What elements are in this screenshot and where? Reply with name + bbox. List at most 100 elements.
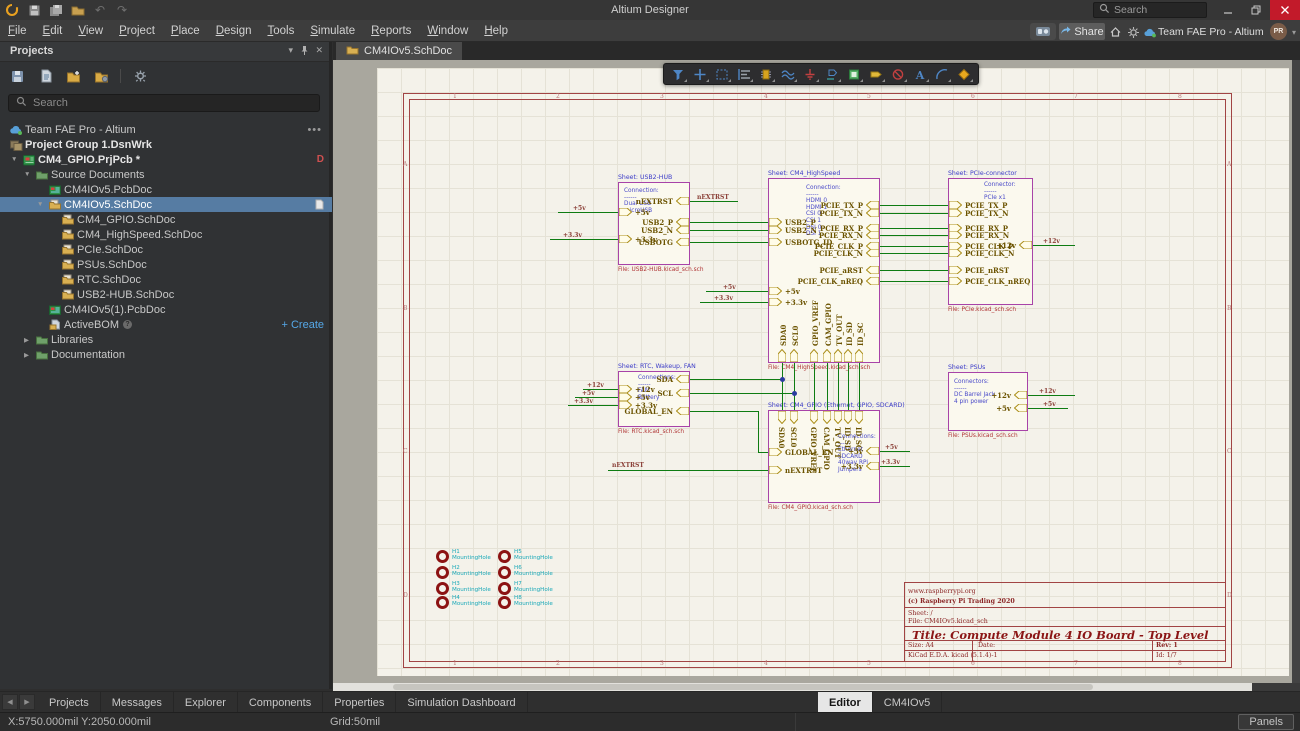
sheet-pin-USB2_N[interactable] [768,225,783,235]
sheet-filename[interactable]: File: CM4_GPIO.kicad_sch.sch [768,505,853,511]
sheet-pin-PCIE_TX_P[interactable] [948,200,963,210]
projects-search-input[interactable]: Search [8,94,320,112]
workspace-account-label[interactable]: Team FAE Pro - Altium [1158,26,1264,38]
tree-item[interactable]: Project Group 1.DsnWrk [0,137,332,152]
tree-item[interactable]: ▶Documentation [0,347,332,362]
sheet-pin-USBOTG_ID[interactable] [768,237,783,247]
sheet-name[interactable]: Sheet: PSUs [948,364,986,371]
net-label[interactable]: nEXTRST [697,194,729,201]
place-part-tool[interactable] [756,65,776,83]
sheet-pin-+12v[interactable] [1018,240,1033,250]
sheet-filename[interactable]: File: PCIe.kicad_sch.sch [948,307,1017,313]
panel-tab-projects[interactable]: Projects [38,692,101,713]
sheet-pin-+3.3v[interactable] [865,461,880,471]
wire[interactable] [880,253,948,255]
tree-item[interactable]: USB2-HUB.SchDoc [0,287,332,302]
editor-tab-cm4iov5[interactable]: CM4IOv5 [873,692,943,713]
net-label[interactable]: +12v [1039,388,1056,395]
junction-dot[interactable] [779,376,785,382]
net-label[interactable]: +3.3v [563,232,582,239]
sheet-pin-+12v[interactable] [618,384,633,394]
menu-reports[interactable]: Reports [371,24,412,37]
sheet-pin-+5v[interactable] [618,392,633,402]
panel-tab-messages[interactable]: Messages [101,692,174,713]
menu-project[interactable]: Project [119,24,155,37]
menu-edit[interactable]: Edit [42,24,63,37]
sheet-pin-+3.3v[interactable] [768,297,783,307]
mounting-hole-H3[interactable] [435,581,449,595]
sheet-pin-ID_SD[interactable] [843,410,853,425]
place-no-erc-tool[interactable] [888,65,908,83]
sheet-pin-SDA0[interactable] [777,410,787,425]
wire[interactable] [782,363,784,410]
close-icon[interactable]: ✕ [315,45,323,55]
panel-tab-simulation[interactable]: Simulation Dashboard [396,692,528,713]
wire[interactable] [1033,245,1075,247]
sheet-pin-nEXTRST[interactable] [768,465,783,475]
mounting-hole-H7[interactable] [497,581,511,595]
sheet-name[interactable]: Sheet: RTC, Wakeup, FAN [618,363,696,370]
menu-view[interactable]: View [78,24,104,37]
sheet-pin-SDA0[interactable] [777,348,787,363]
wire[interactable] [1028,395,1075,397]
sheet-pin-TV_OUT[interactable] [833,348,843,363]
wire[interactable] [690,201,738,203]
sheet-pin-+3.3v[interactable] [618,234,633,244]
sheet-name[interactable]: Sheet: USB2-HUB [618,174,673,181]
select-rect-tool[interactable] [712,65,732,83]
sheet-pin-+5v[interactable] [768,286,783,296]
sheet-pin-PCIE_nRST[interactable] [948,265,963,275]
wire[interactable] [880,270,948,272]
sheet-pin-PCIE_CLK_N[interactable] [865,248,880,258]
net-label[interactable]: +5v [573,205,586,212]
sheet-filename[interactable]: File: PSUs.kicad_sch.sch [948,433,1018,439]
save-all-icon[interactable] [46,1,66,19]
place-power-port-tool[interactable] [800,65,820,83]
tree-item[interactable]: ▼CM4IOv5.SchDoc [0,197,332,212]
wire[interactable] [880,466,910,468]
net-label[interactable]: +3.3v [574,398,593,405]
wire[interactable] [583,389,618,391]
panel-tab-components[interactable]: Components [238,692,324,713]
tree-item[interactable]: CM4_HighSpeed.SchDoc [0,227,332,242]
sheet-name[interactable]: Sheet: CM4_HighSpeed [768,170,841,177]
place-polygon-tool[interactable] [954,65,974,83]
wire[interactable] [690,393,794,395]
sheet-pin-GPIO_VREF[interactable] [809,410,819,425]
settings-gear-icon[interactable] [131,67,149,85]
wire[interactable] [758,452,768,454]
undo-icon[interactable]: ↶ [94,3,106,17]
tree-item[interactable]: ActiveBOM?+ Create [0,317,332,332]
place-net-label-tool[interactable] [822,65,842,83]
sheet-pin-CAM_GPIO[interactable] [822,348,832,363]
net-label[interactable]: +3.3v [881,459,900,466]
sheet-symbol[interactable] [768,178,880,363]
net-label[interactable]: +5v [723,284,736,291]
wire[interactable] [880,213,948,215]
sheet-pin-PCIE_TX_P[interactable] [865,200,880,210]
tree-item[interactable]: Team FAE Pro - Altium••• [0,122,332,137]
wire[interactable] [880,246,948,248]
sheet-pin-PCIE_CLK_nREQ[interactable] [948,276,963,286]
wire[interactable] [558,212,618,214]
sheet-pin-PCIE_TX_N[interactable] [865,208,880,218]
sheet-pin-PCIE_CLK_nREQ[interactable] [865,276,880,286]
sheet-filename[interactable]: File: USB2-HUB.kicad_sch.sch [618,267,704,273]
wire[interactable] [568,405,618,407]
sheet-pin-SDA[interactable] [675,374,690,384]
place-sheet-symbol-tool[interactable] [844,65,864,83]
tree-item[interactable]: PSUs.SchDoc [0,257,332,272]
wire[interactable] [690,411,758,413]
mounting-hole-H6[interactable] [497,565,511,579]
sheet-filename[interactable]: File: RTC.kicad_sch.sch [618,429,685,435]
close-button[interactable] [1270,0,1300,20]
wire[interactable] [848,363,850,410]
tabs-scroll-right-icon[interactable]: ▶ [19,694,35,710]
collapsed-arrow-icon[interactable]: ▶ [24,337,29,344]
editor-tab-editor[interactable]: Editor [818,692,873,713]
panel-tab-properties[interactable]: Properties [323,692,397,713]
menu-window[interactable]: Window [427,24,469,37]
sheet-symbol[interactable] [948,372,1028,431]
wire[interactable] [794,363,796,410]
